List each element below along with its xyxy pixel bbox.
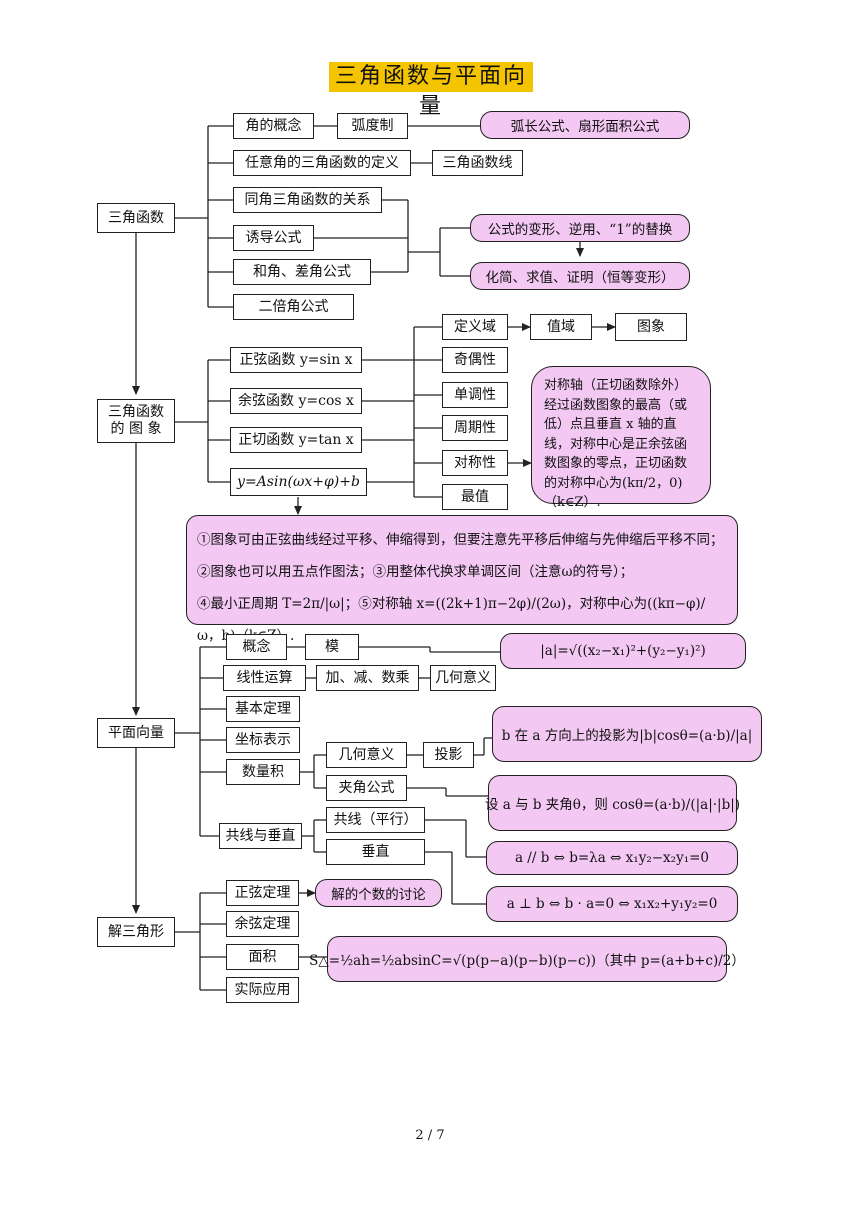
note-modulus-formula[interactable]: |a|=√((x₂−x₁)²+(y₂−y₁)²) xyxy=(500,633,746,669)
node-prop-domain[interactable]: 定义域 xyxy=(442,314,508,340)
node-sine-function[interactable]: 正弦函数 y=sin x xyxy=(230,347,362,373)
note-line-2: ②图象也可以用五点作图法；③用整体代换求单调区间（注意ω的符号）； xyxy=(197,564,634,580)
node-basic-theorem[interactable]: 基本定理 xyxy=(226,696,300,722)
note-angle-formula[interactable]: 设 a 与 b 夹角θ，则 cosθ=(a·b)/(|a|·|b|) xyxy=(485,775,740,831)
node-sine-law[interactable]: 正弦定理 xyxy=(226,880,299,906)
note-radian-formula[interactable]: 弧长公式、扇形面积公式 xyxy=(480,111,690,139)
node-perpendicular[interactable]: 垂直 xyxy=(326,839,425,865)
node-projection[interactable]: 投影 xyxy=(423,742,474,768)
node-solve-triangle[interactable]: 解三角形 xyxy=(97,917,175,947)
node-trig-line[interactable]: 三角函数线 xyxy=(432,150,523,176)
note-line-1: ①图象可由正弦曲线经过平移、伸缩得到，但要注意先平移后伸缩与先伸缩后平移不同； xyxy=(197,532,724,548)
node-prop-monotonic[interactable]: 单调性 xyxy=(442,382,508,408)
node-vector-concept[interactable]: 概念 xyxy=(226,634,287,660)
node-range[interactable]: 值域 xyxy=(530,314,592,340)
note-simplify-prove[interactable]: 化简、求值、证明（恒等变形） xyxy=(470,262,690,290)
note-graph-summary[interactable]: ①图象可由正弦曲线经过平移、伸缩得到，但要注意先平移后伸缩与先伸缩后平移不同； … xyxy=(186,515,738,644)
node-prop-extremum[interactable]: 最值 xyxy=(442,484,508,510)
note-area-formula[interactable]: S△=½ah=½absinC=√(p(p−a)(p−b)(p−c))（其中 p=… xyxy=(309,936,745,982)
note-collinear-formula[interactable]: a // b ⇔ b=λa ⇔ x₁y₂−x₂y₁=0 xyxy=(486,841,738,875)
note-symmetry[interactable]: 对称轴（正切函数除外）经过函数图象的最高（或低）点且垂直 x 轴的直线，对称中心… xyxy=(531,366,711,510)
note-perpendicular-formula[interactable]: a ⊥ b ⇔ b · a=0 ⇔ x₁x₂+y₁y₂=0 xyxy=(486,886,738,922)
node-double-angle-formula[interactable]: 二倍角公式 xyxy=(233,294,354,320)
node-cosine-function[interactable]: 余弦函数 y=cos x xyxy=(230,388,362,414)
node-cosine-law[interactable]: 余弦定理 xyxy=(226,911,299,937)
node-trig-graphs[interactable]: 三角函数 的 图 象 xyxy=(97,399,175,443)
node-linear-ops[interactable]: 线性运算 xyxy=(223,665,306,691)
node-collinear[interactable]: 共线（平行） xyxy=(326,807,425,833)
note-projection-formula[interactable]: b 在 a 方向上的投影为|b|cosθ=(a·b)/|a| xyxy=(492,706,762,762)
node-add-sub-scale[interactable]: 加、减、数乘 xyxy=(316,665,419,691)
node-trig-functions[interactable]: 三角函数 xyxy=(97,203,175,233)
node-angle-formula[interactable]: 夹角公式 xyxy=(326,775,407,801)
node-application[interactable]: 实际应用 xyxy=(226,977,299,1003)
node-sum-diff-formula[interactable]: 和角、差角公式 xyxy=(233,259,371,285)
node-dot-product[interactable]: 数量积 xyxy=(226,759,300,785)
node-radian[interactable]: 弧度制 xyxy=(337,113,408,139)
node-geometric-meaning[interactable]: 几何意义 xyxy=(430,665,496,691)
node-plane-vectors[interactable]: 平面向量 xyxy=(97,718,175,748)
note-solution-count[interactable]: 解的个数的讨论 xyxy=(315,879,442,907)
node-tangent-function[interactable]: 正切函数 y=tan x xyxy=(230,427,362,453)
page-title: 三角函数与平面向量 xyxy=(329,62,533,119)
page-number: 2 / 7 xyxy=(415,1128,445,1143)
node-vector-modulus[interactable]: 模 xyxy=(305,634,359,660)
node-angle-concept[interactable]: 角的概念 xyxy=(233,113,314,139)
node-prop-symmetry[interactable]: 对称性 xyxy=(442,450,508,476)
node-any-angle-definition[interactable]: 任意角的三角函数的定义 xyxy=(233,150,411,176)
node-general-sine[interactable]: y=Asin(ωx+φ)+b xyxy=(230,468,367,496)
node-graph-image[interactable]: 图象 xyxy=(615,313,687,341)
note-formula-transform[interactable]: 公式的变形、逆用、“1”的替换 xyxy=(470,214,690,242)
node-induction-formula[interactable]: 诱导公式 xyxy=(233,225,314,251)
node-collinear-perpendicular[interactable]: 共线与垂直 xyxy=(219,823,302,849)
node-prop-period[interactable]: 周期性 xyxy=(442,415,508,441)
node-prop-parity[interactable]: 奇偶性 xyxy=(442,347,508,373)
node-geometric-meaning-2[interactable]: 几何意义 xyxy=(326,742,407,768)
node-coordinate-rep[interactable]: 坐标表示 xyxy=(226,727,300,753)
node-same-angle-relation[interactable]: 同角三角函数的关系 xyxy=(233,187,382,213)
node-area[interactable]: 面积 xyxy=(226,944,299,970)
